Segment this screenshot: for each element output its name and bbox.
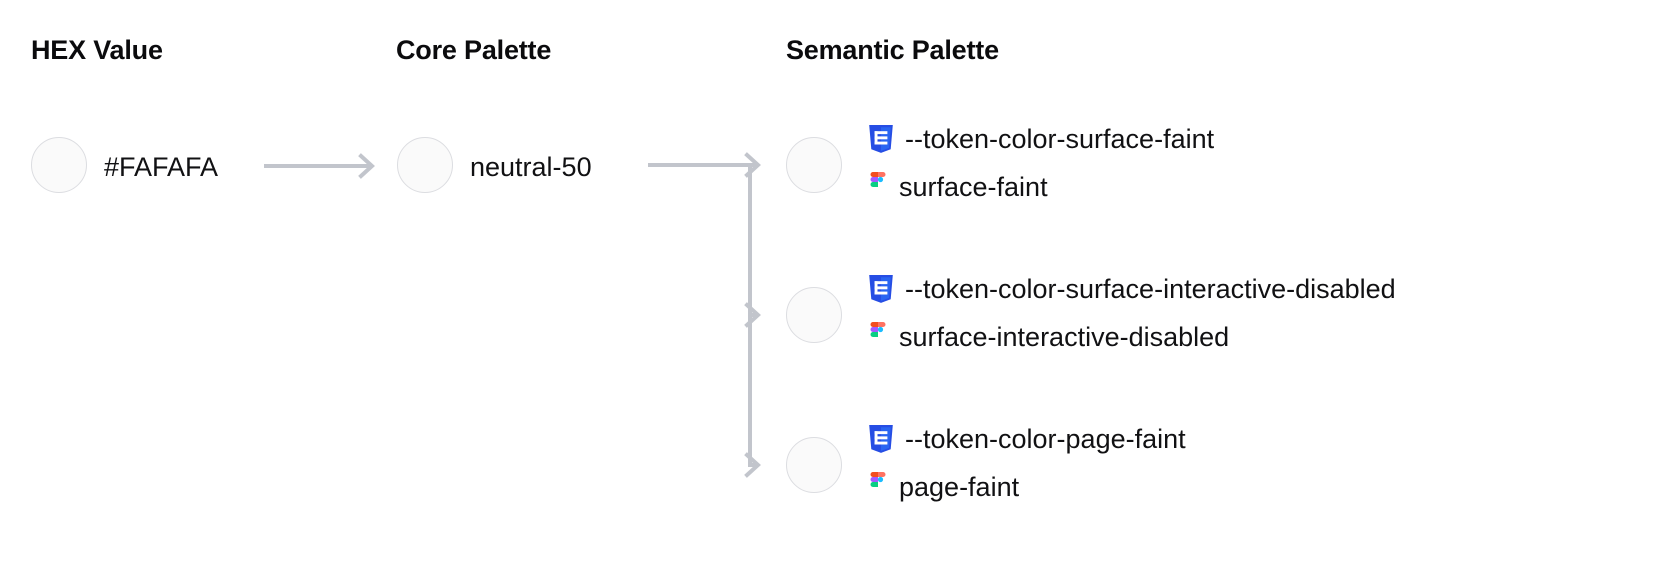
- semantic-token-row: --token-color-page-faint page-faint: [868, 415, 1658, 511]
- css-token-label: --token-color-surface-interactive-disabl…: [905, 273, 1396, 304]
- figma-token-label: page-faint: [899, 471, 1020, 502]
- css-token-line[interactable]: --token-color-page-faint: [868, 415, 1658, 463]
- figma-icon: [868, 172, 888, 202]
- arrow-right-icon-hex-to-core: [263, 150, 380, 182]
- css-token-line[interactable]: --token-color-surface-interactive-disabl…: [868, 265, 1658, 313]
- column-heading-semantic-palette: Semantic Palette: [786, 35, 999, 65]
- column-heading-core-palette: Core Palette: [396, 35, 552, 65]
- branch-connector-icon-core-to-semantic: [646, 150, 774, 480]
- core-palette-value-label: neutral-50: [470, 152, 592, 182]
- css-token-label: --token-color-surface-faint: [905, 123, 1215, 154]
- css3-icon: [868, 274, 894, 304]
- figma-token-label: surface-interactive-disabled: [899, 321, 1230, 352]
- color-swatch-hex[interactable]: [31, 137, 87, 193]
- css3-icon: [868, 424, 894, 454]
- figma-token-label: surface-faint: [899, 171, 1048, 202]
- color-swatch-semantic-0[interactable]: [786, 137, 842, 193]
- color-swatch-semantic-1[interactable]: [786, 287, 842, 343]
- css3-icon: [868, 124, 894, 154]
- figma-token-line[interactable]: page-faint: [868, 463, 1658, 511]
- semantic-token-row: --token-color-surface-faint surface-fain…: [868, 115, 1658, 211]
- css-token-line[interactable]: --token-color-surface-faint: [868, 115, 1658, 163]
- figma-icon: [868, 472, 888, 502]
- figma-token-line[interactable]: surface-faint: [868, 163, 1658, 211]
- semantic-token-row: --token-color-surface-interactive-disabl…: [868, 265, 1658, 361]
- color-swatch-semantic-2[interactable]: [786, 437, 842, 493]
- column-heading-hex-value: HEX Value: [31, 35, 163, 65]
- color-swatch-core[interactable]: [397, 137, 453, 193]
- figma-token-line[interactable]: surface-interactive-disabled: [868, 313, 1658, 361]
- css-token-label: --token-color-page-faint: [905, 423, 1186, 454]
- figma-icon: [868, 322, 888, 352]
- hex-value-label: #FAFAFA: [104, 152, 219, 182]
